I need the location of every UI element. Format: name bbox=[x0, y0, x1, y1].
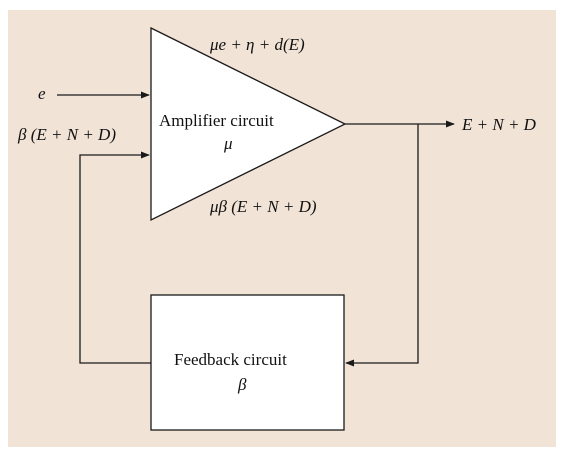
feedback-input-label: β (E + N + D) bbox=[17, 125, 116, 144]
feedback-path-to-box bbox=[345, 124, 419, 367]
feedback-symbol: β bbox=[237, 375, 247, 394]
amplifier-feedback-term: μβ (E + N + D) bbox=[209, 197, 317, 216]
feedback-title: Feedback circuit bbox=[174, 350, 287, 369]
feedback-path-to-amplifier bbox=[79, 151, 151, 364]
feedback-box bbox=[150, 294, 345, 431]
amplifier-triangle bbox=[150, 26, 347, 222]
amplifier-title: Amplifier circuit bbox=[159, 111, 274, 130]
output-signal-label: E + N + D bbox=[461, 115, 537, 134]
input-signal-label: e bbox=[38, 84, 46, 103]
amplifier-symbol: μ bbox=[223, 134, 233, 153]
amplifier-output-expression: μe + η + d(E) bbox=[209, 35, 305, 54]
